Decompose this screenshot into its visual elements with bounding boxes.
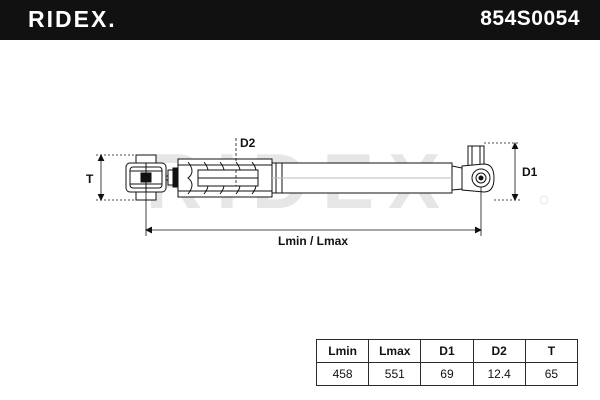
shock-body (271, 162, 463, 194)
right-eye-mount (461, 145, 495, 193)
spec-value-d2: 12.4 (472, 362, 526, 386)
spec-value-t: 65 (524, 362, 579, 386)
spec-table-header-row: Lmin Lmax D1 D2 T (315, 339, 579, 363)
spec-table: Lmin Lmax D1 D2 T 458 551 69 12.4 65 (315, 339, 579, 386)
spec-header-lmax: Lmax (368, 339, 422, 363)
dimension-lines (96, 138, 520, 236)
dust-boot (177, 158, 273, 198)
piston-rod (166, 167, 178, 188)
spec-table-value-row: 458 551 69 12.4 65 (315, 362, 579, 386)
watermark-registered-mark (539, 195, 549, 205)
dimension-label-t: T (86, 172, 94, 186)
spec-value-d1: 69 (420, 362, 474, 386)
spec-value-lmin: 458 (315, 362, 370, 386)
part-number: 854S0054 (480, 7, 580, 30)
dimension-label-d2: D2 (240, 136, 256, 150)
spec-header-d2: D2 (472, 339, 526, 363)
spec-header-lmin: Lmin (315, 339, 370, 363)
dimension-label-length: Lmin / Lmax (278, 234, 348, 248)
spec-header-d1: D1 (420, 339, 474, 363)
spec-value-lmax: 551 (368, 362, 422, 386)
spec-header-t: T (524, 339, 579, 363)
dimension-label-d1: D1 (522, 165, 538, 179)
brand-logo: RIDEX. (28, 6, 117, 32)
header-bar: RIDEX. 854S0054 (0, 0, 600, 40)
